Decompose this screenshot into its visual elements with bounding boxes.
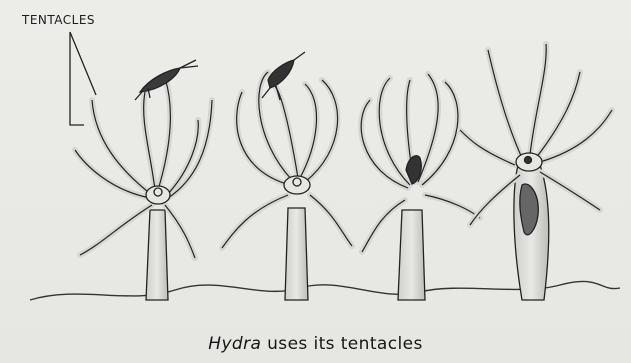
hydra-3 <box>361 74 480 300</box>
hydra-4 <box>460 44 612 300</box>
caption-text: uses its tentacles <box>261 334 422 354</box>
hydra-2 <box>222 52 352 300</box>
figure-caption: Hydra uses its tentacles <box>0 334 631 354</box>
caption-genus: Hydra <box>208 334 261 354</box>
tentacles-label: TENTACLES <box>22 13 95 27</box>
prey-2 <box>262 52 305 100</box>
hydra-1 <box>75 60 212 300</box>
